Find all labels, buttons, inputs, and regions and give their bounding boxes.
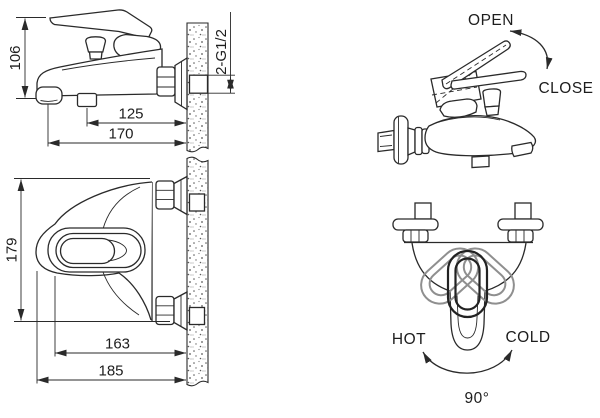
hex-nut-facets [157,76,175,88]
neck-contour-lower [102,271,140,316]
cartridge-collar [439,98,478,118]
open-label: OPEN [468,12,514,29]
aerator-line [40,99,58,102]
dim-label-163: 163 [105,336,130,353]
body-top-contour [432,116,501,125]
wall-section-lower [186,156,209,387]
lever-handle [49,9,153,40]
handle-grip [59,237,116,265]
dimension-body-163: 163 [54,276,186,357]
cold-label: COLD [505,329,550,346]
wall-fitting-square-upper [188,193,206,212]
dimension-thread: 2-G1/2 [207,12,235,94]
spout-end-face [511,141,534,158]
flange-right [497,218,544,231]
escutcheon-upper [173,175,188,216]
hex-facets-upper [156,189,174,201]
escutcheon-lower [173,290,188,332]
dim-label-179: 179 [4,237,21,262]
lever-open-centerline [445,44,507,85]
angle-label: 90° [465,390,490,407]
lever-close-position [450,70,527,90]
body-contour-line [61,57,156,71]
wall-pipe-stub [377,129,395,153]
dimension-span-179: 179 [4,178,170,322]
hex-facets-lower [156,305,174,316]
dim-label-185: 185 [98,363,123,380]
shower-outlet [76,92,98,108]
wall-fitting-square-lower [188,306,206,326]
rotation-arc [422,349,513,374]
pipe-square-right [514,202,532,220]
diverter-knob-3d [482,88,502,108]
close-label: CLOSE [538,80,593,97]
dim-label-thread: 2-G1/2 [213,29,230,75]
dimension-height-106: 106 [7,17,46,99]
hex-left [402,229,429,243]
dim-label-125: 125 [118,106,143,123]
hex-ring-1 [414,126,423,156]
hex-right-facets [515,230,525,242]
hot-label: HOT [392,331,426,348]
body-funnel-right [484,242,527,292]
diverter-knob [85,36,107,53]
hex-nut [156,66,176,97]
hex-nut-upper [155,180,175,210]
handle-center-position [446,249,489,319]
hex-right [507,229,534,243]
dimension-reach-170: 170 [47,104,186,147]
body-funnel-left [411,242,451,292]
shower-outlet-3d [471,155,490,169]
diverter-knob-base [88,51,103,60]
pipe-square-left [414,202,432,220]
escutcheon-cone [174,56,188,111]
dimension-overall-185: 185 [36,271,186,384]
dome-edge-arc [107,239,127,262]
diverter-base-3d [484,105,500,117]
open-close-arrow [509,29,553,70]
dim-label-170: 170 [108,126,133,143]
pipe-stub-ticks [379,134,393,147]
rotation-top-view: HOT COLD 90° [392,202,550,407]
wall-fitting-square [188,74,209,94]
dimension-outlet-125: 125 [86,106,186,127]
spout-aerator [35,86,63,105]
cone-neck [407,127,416,156]
flange-left [392,218,439,231]
hex-nut-lower [155,295,175,326]
dim-label-106: 106 [7,45,24,70]
hex-left-facets [410,230,420,242]
spout-inner [456,294,479,339]
perspective-view: OPEN CLOSE [377,12,593,169]
neck-contour-upper [102,186,141,230]
plan-view: 179 163 185 [4,156,209,387]
side-view: 106 125 170 2-G1/2 [7,9,235,153]
escutcheon-disc [393,115,409,165]
